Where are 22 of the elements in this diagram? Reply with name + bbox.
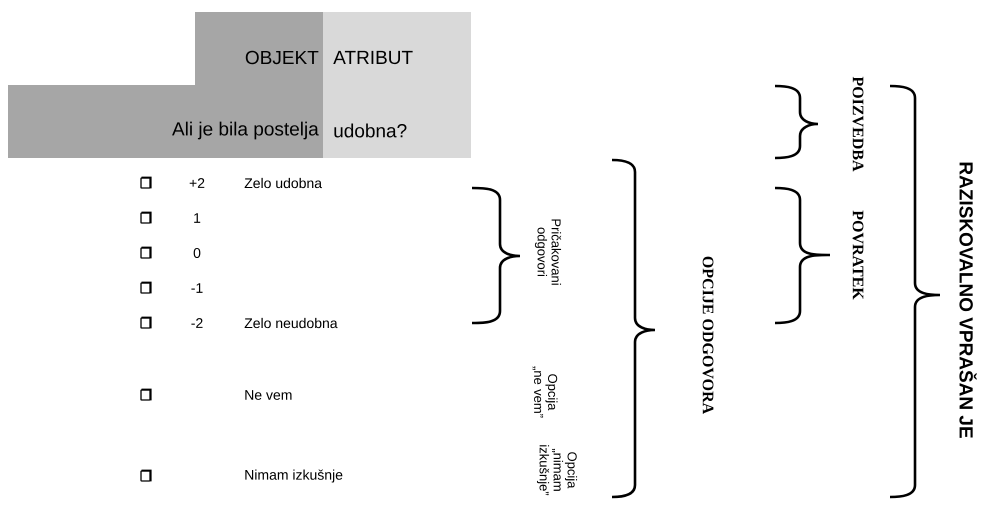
bracket-label: Opcija „ne vem” [532,366,558,418]
option-text: Ne vem [245,390,292,400]
bracket-label: OPCIJE ODGOVORA [702,256,714,414]
node-label: ATRIBUT [333,50,413,64]
option-text: Zelo udobna [244,178,322,188]
bracket-label: POIZVEDBA [852,76,864,172]
question-cell: OBJEKT [195,12,323,85]
bracket-label: Opcija „nimam izkušnje” [536,445,578,496]
bracket-label: RAZISKOVALNO VPRAŠAN JE [959,162,977,438]
scale-value: 0 [194,248,200,258]
question-cell: udobna? [323,85,471,158]
bracket-label: Pričakovani odgovori [534,219,562,285]
bracket-label: POVRATEK [852,210,864,300]
option-text: Zelo neudobna [244,318,338,328]
node-label: OBJEKT [246,50,318,64]
question-cell: ATRIBUT [323,12,471,85]
scale-value: 1 [194,213,200,223]
scale-value: -1 [191,283,203,293]
node-label: udobna? [334,124,406,138]
scale-value: -2 [191,318,203,328]
option-text: Nimam izkušnje [245,469,342,483]
scale-value: +2 [190,178,204,188]
